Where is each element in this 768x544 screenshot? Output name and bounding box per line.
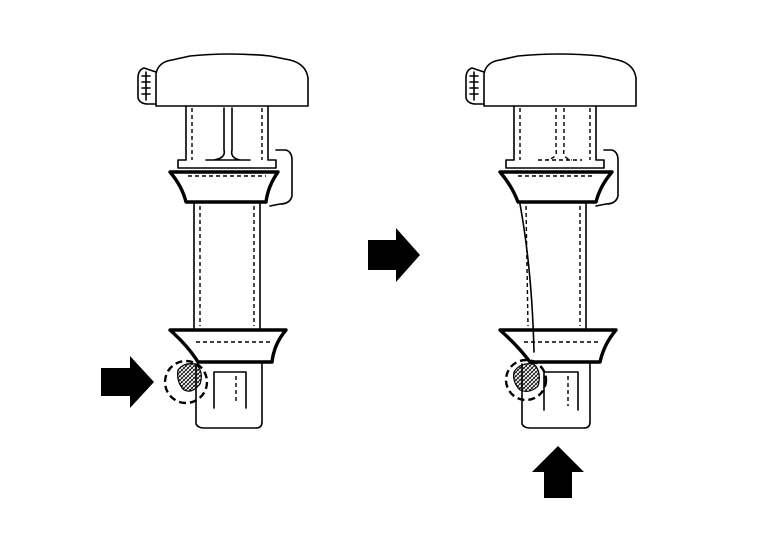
lift-arrow [532,446,584,498]
latch-point-left [177,363,202,392]
coil-shaft-right [519,203,587,353]
upper-flange-right [498,170,614,204]
latch-point-right [513,363,540,392]
coil-right [465,53,637,429]
connector-head-right [483,53,637,107]
transition-arrow [368,228,420,282]
coil-shaft-left [193,203,261,329]
rubber-boot-left [195,363,263,429]
center-rib-left [205,107,251,161]
lower-flange-right [498,328,618,364]
coil-body-upper-right [505,105,605,169]
latch-circle-right [504,358,548,402]
center-rib-right [538,108,582,161]
coil-body-upper-left [177,105,277,169]
coil-left [137,53,309,429]
latch-circle-left [163,359,209,405]
connector-latch-left [137,67,157,105]
mount-bracket-right [595,149,619,207]
push-arrow [101,356,154,408]
upper-flange-left [168,170,280,204]
lower-flange-left [168,328,288,364]
mount-bracket-left [269,149,293,207]
connector-head-left [155,53,309,107]
rubber-boot-right [521,363,591,429]
connector-latch-right [465,67,485,105]
